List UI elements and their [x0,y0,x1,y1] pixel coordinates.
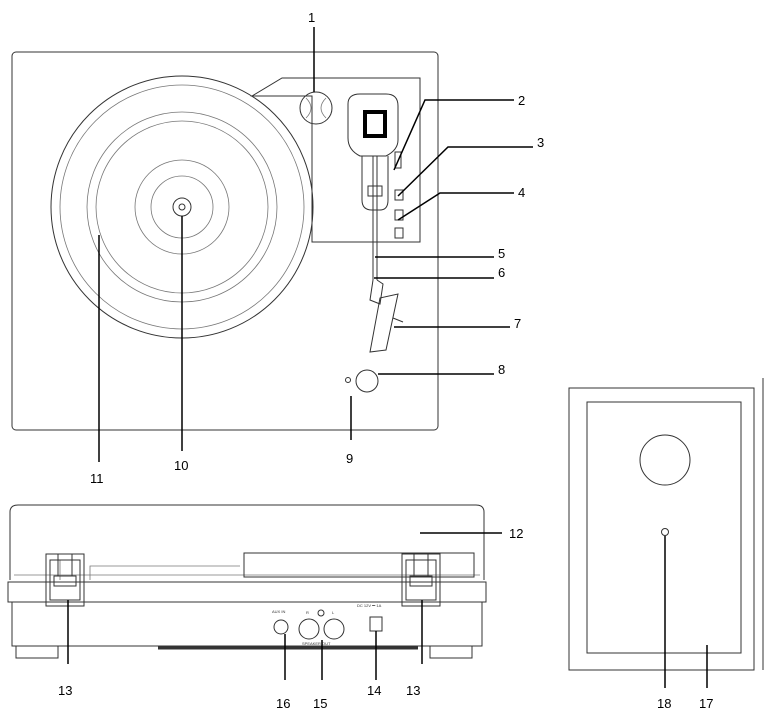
foot-left [15,645,59,659]
speaker-grille [586,401,742,654]
tonearm-plate [250,77,421,243]
finger-lift [392,317,404,323]
callout-7: 7 [514,316,521,331]
spindle [178,203,186,211]
speaker-out-r-label: R [306,610,309,615]
speaker-out-label: SPEAKER OUT [302,641,331,646]
dust-cover [9,504,485,580]
callout-14: 14 [367,683,381,698]
adapter-shape [305,97,327,119]
counterweight [363,110,387,138]
callout-8: 8 [498,362,505,377]
leader-lines [67,27,708,688]
callout-5: 5 [498,246,505,261]
callout-11: 11 [90,471,104,486]
speaker-led [661,528,669,536]
callout-9: 9 [346,451,353,466]
callout-13-right: 13 [406,683,420,698]
aux-in-jack [273,619,289,635]
armrest [394,151,402,169]
speed-knob [355,369,379,393]
aux-in-label: AUX IN [272,609,285,614]
callout-6: 6 [498,265,505,280]
top-view [11,51,439,431]
tonearm-profile [59,560,240,580]
tonearm-elbow [369,279,384,305]
dc-in-jack [369,616,383,632]
spindle-ring [172,197,192,217]
callout-17: 17 [699,696,713,711]
speaker-out-r [298,618,320,640]
rear-view: AUX IN R L SPEAKER OUT DC 12V ⎓ 1A [7,504,487,659]
anti-skate [394,227,404,239]
callout-4: 4 [518,185,525,200]
lift-lever [394,189,404,201]
foot-right [429,645,473,659]
speaker-out-l-label: L [332,610,335,615]
hinge-left [45,553,85,607]
callout-15: 15 [313,696,327,711]
callout-2: 2 [518,93,525,108]
tonearm-base [361,156,389,211]
speaker-cabinet [568,387,755,671]
power-led [345,377,351,383]
plinth-base [11,601,483,647]
counterweight-housing [347,93,399,157]
headshell [369,293,399,353]
adapter-holder [299,91,333,125]
callout-3: 3 [537,135,544,150]
callout-1: 1 [308,10,315,25]
dc-in-label: DC 12V ⎓ 1A [357,603,382,608]
callout-12: 12 [509,526,523,541]
record-edge [243,552,475,578]
speaker-out-l [323,618,345,640]
callout-labels: 1 2 3 4 5 6 7 8 9 10 11 12 13 16 15 14 1… [58,10,713,711]
tonearm-pivot [367,185,383,197]
hinge-right [401,553,441,607]
plinth-top [11,51,439,431]
callout-10: 10 [174,458,188,473]
callout-13-left: 13 [58,683,72,698]
speaker-out-mid [317,609,325,617]
speaker-view [568,378,764,671]
callout-18: 18 [657,696,671,711]
speaker-driver [639,434,691,486]
callout-16: 16 [276,696,290,711]
